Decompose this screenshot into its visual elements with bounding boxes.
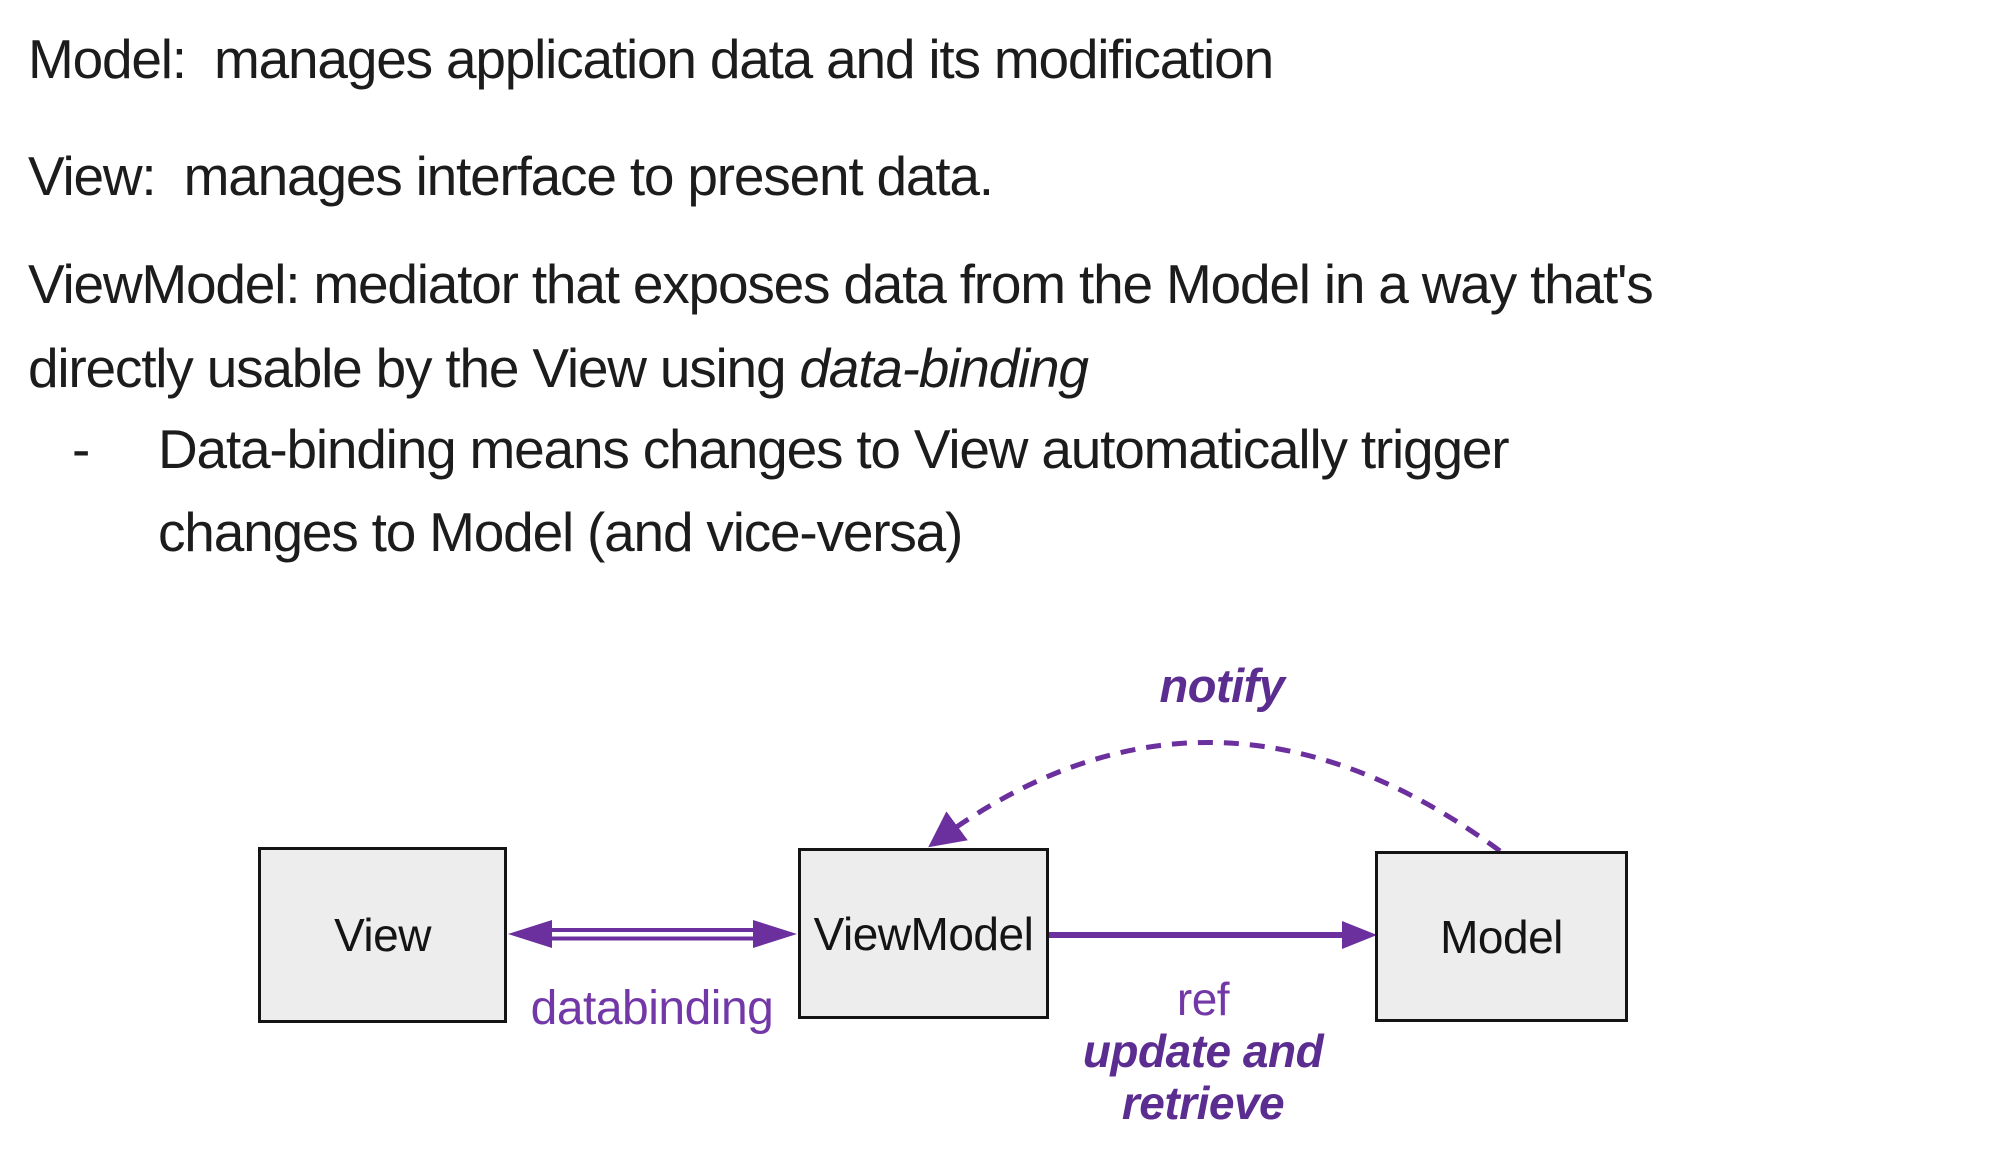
- data-binding-emphasis: data-binding: [799, 337, 1089, 399]
- definition-view: View: manages interface to present data.: [28, 145, 994, 207]
- bullet-marker: -: [72, 418, 91, 480]
- model-box: Model: [1375, 851, 1628, 1022]
- definition-model: Model: manages application data and its …: [28, 28, 1274, 90]
- view-box-label: View: [334, 909, 431, 961]
- notify-dashed-arc: [928, 740, 1502, 854]
- databinding-label: databinding: [530, 982, 774, 1035]
- viewmodel-box: ViewModel: [798, 848, 1049, 1019]
- bullet-line2: changes to Model (and vice-versa): [158, 501, 963, 563]
- definition-viewmodel-line2: directly usable by the View using data-b…: [28, 337, 1089, 399]
- model-box-label: Model: [1440, 910, 1563, 963]
- definition-viewmodel-line1: ViewModel: mediator that exposes data fr…: [28, 253, 1654, 315]
- notify-label: notify: [1159, 659, 1285, 712]
- view-box: View: [258, 847, 507, 1023]
- viewmodel-box-label: ViewModel: [813, 907, 1034, 960]
- update-and-label: update and: [1082, 1025, 1324, 1077]
- ref-label-group: ref update and retrieve: [1003, 973, 1403, 1129]
- databinding-double-arrow: [508, 920, 797, 948]
- retrieve-label: retrieve: [1121, 1077, 1285, 1129]
- ref-arrow: [1049, 921, 1377, 949]
- bullet-line1: Data-binding means changes to View autom…: [158, 418, 1510, 480]
- definition-viewmodel-line2-text: directly usable by the View using: [28, 337, 800, 399]
- ref-label: ref: [1176, 973, 1230, 1025]
